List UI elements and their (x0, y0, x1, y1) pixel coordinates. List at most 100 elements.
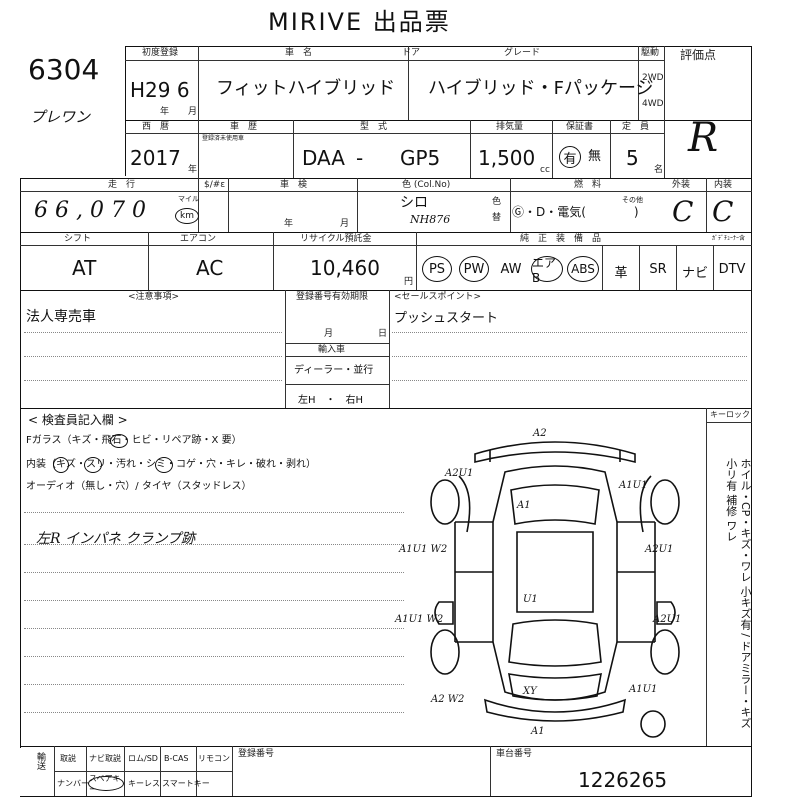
seats-unit: 名 (654, 165, 664, 175)
year-value: 2017 (130, 146, 181, 170)
footer-bcas: B-CAS (164, 754, 189, 763)
fuel-other: その他 (622, 196, 643, 204)
equip-airbag: エアB (531, 255, 563, 285)
reg-number-label: 登録番号 (238, 749, 275, 759)
inspector-top (20, 408, 752, 409)
circle-mark-scuff (84, 457, 102, 473)
score-label: 評価点 (680, 48, 717, 62)
grade-value: ハイブリッド・Fパッケージ (428, 78, 654, 99)
import-value: ディーラー・並行 (294, 365, 374, 376)
exterior-label: 外装 (672, 180, 691, 190)
frame-top (125, 46, 752, 47)
color-number: NH876 (410, 213, 451, 226)
name-label: 車 名 (285, 48, 313, 58)
model-value: GP5 (400, 146, 441, 170)
equip-ps-label: PS (428, 261, 446, 277)
mark-a1u1-left-w2-2: A1U1 W2 (394, 614, 443, 625)
color-change-2: 替 (492, 213, 502, 223)
r3-v1 (198, 178, 199, 232)
vehicle-name: フィットハイブリッド (216, 78, 396, 99)
interior-label: 内装 (714, 180, 733, 190)
drive-label: 駆動 (641, 48, 660, 58)
exterior-value: C (672, 195, 694, 228)
displacement-label: 排気量 (496, 122, 524, 132)
mark-a1u1-left-w2: A1U1 W2 (398, 544, 447, 555)
insp-dot-6 (24, 656, 404, 657)
sales-label: <セールスポイント> (394, 292, 482, 302)
footer-number: ナンバー (57, 779, 89, 788)
r4-v3 (416, 232, 417, 290)
r2-labelrow (125, 133, 664, 134)
inspector-handwritten: 左R インパネ クランプ跡 (36, 531, 196, 547)
color-change: 色 (492, 197, 502, 207)
notes-dot-3 (24, 380, 282, 381)
eq-v2 (639, 245, 640, 290)
sales-value: プッシュスタート (394, 311, 499, 326)
insp-dot-7 (24, 684, 404, 685)
notes-import-bottom (285, 384, 389, 385)
seats-label: 定 員 (622, 122, 650, 132)
fuel-value: Ⓖ・D・電気( ) (512, 205, 639, 219)
ac-label: エアコン (180, 234, 217, 244)
r2-v3 (470, 120, 471, 178)
mileage-label: 走 行 (108, 180, 136, 190)
notes-top (20, 290, 752, 291)
footer-smart-key: スマートキー (162, 779, 210, 788)
equip-airbag-label: エアB (532, 255, 557, 285)
ac-value: AC (196, 256, 224, 280)
insp-dot-5 (24, 628, 404, 629)
frame-right (751, 46, 752, 746)
grade-label: グレード (504, 48, 541, 58)
equip-abs-label: ABS (571, 262, 595, 276)
r1-labelrow (125, 60, 664, 61)
insp-dot-4 (24, 600, 404, 601)
caution-value: 法人専売車 (26, 309, 96, 325)
frame-left (125, 46, 126, 176)
recycle-label: リサイクル預託金 (300, 234, 372, 244)
eq-v1 (602, 245, 603, 290)
notes-dot-5 (392, 356, 747, 357)
ft-v5 (232, 746, 233, 796)
r2-v5 (610, 120, 611, 178)
interior-value: C (712, 195, 734, 228)
mark-u1-mid: U1 (523, 594, 538, 605)
side-legend: ホイル・CP・キズ・ワレ 小キズ有 / ドアミラー・キズ 小リ有 補修 ワレ (724, 458, 752, 729)
mark-a2u1-left: A2U1 (444, 468, 473, 479)
row4-top (20, 232, 752, 233)
equip-abs: ABS (567, 256, 599, 282)
mark-xy: XY (522, 686, 538, 697)
first-reg-value: H29 6 (130, 78, 190, 102)
inspector-line-fglass: Fガラス（キズ・飛石・ヒビ・リペア跡・X 要） (26, 435, 242, 446)
displacement-unit: cc (540, 165, 550, 175)
keylock-label: キーロック (710, 410, 750, 419)
r4-v2 (273, 232, 274, 290)
footer-spare-key: スペアキー (89, 773, 121, 794)
handle-value: 左H ・ 右H (298, 395, 364, 406)
score-value: R (688, 115, 719, 161)
equip-pw: PW (459, 256, 489, 282)
sharp-label: $/#ε (204, 180, 226, 190)
transport-label: 輸送 (35, 752, 45, 770)
keylock-bottom (706, 422, 752, 423)
inspection-month: 月 (340, 219, 350, 229)
footer-navi-manual: ナビ取説 (89, 754, 121, 763)
recycle-value: 10,460 (310, 256, 380, 280)
r2-v1 (198, 120, 199, 178)
car-diagram: A2 A1 A2U1 A1U1 A1U1 W2 A2U1 A1U1 W2 A2U… (394, 428, 681, 738)
r1-v1 (198, 46, 199, 120)
eq-v4 (713, 245, 714, 290)
ft-mid (54, 771, 232, 772)
history-label: 車 歴 (230, 122, 258, 132)
mileage-unit-mile: マイル (178, 195, 199, 203)
inspection-label: 車 検 (280, 180, 308, 190)
r1-v4 (664, 46, 665, 178)
mark-a1-bottom: A1 (530, 726, 545, 737)
chassis-label: 車台番号 (496, 749, 533, 759)
equip-dtv: DTV (718, 262, 746, 277)
r2-v2 (293, 120, 294, 178)
notes-dot-2 (24, 356, 282, 357)
equip-sr: SR (649, 262, 667, 277)
mark-a2u1-right-2: A2U1 (652, 614, 681, 625)
mark-a1u1-bottom-right: A1U1 (628, 684, 657, 695)
equip-navi: ナビ (681, 266, 708, 281)
